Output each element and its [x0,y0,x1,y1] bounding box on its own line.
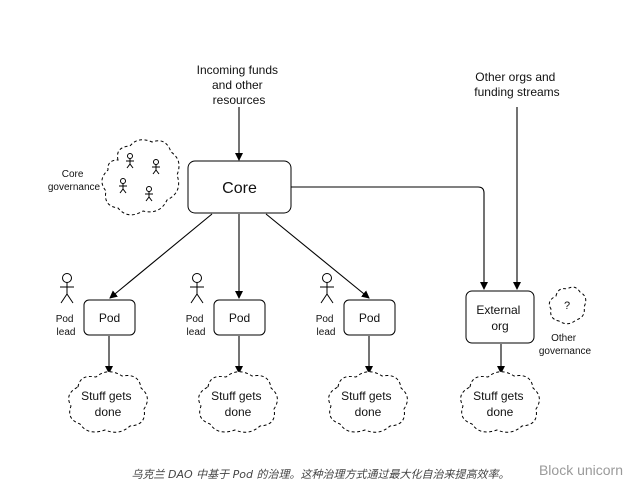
incoming-funds-label: Incoming funds and other resources [197,63,282,107]
pod-3-node [343,299,396,336]
pod-lead-3-icon [319,273,335,304]
stuff-gets-done-label-1: Stuff gets done [81,389,135,419]
stuff-gets-done-cloud-4 [460,371,540,433]
pod-lead-1-label: Pod lead [56,314,77,338]
stuff-gets-done-cloud-2 [198,371,278,433]
core-governance-label: Core governance [48,169,101,193]
core-node [187,160,292,214]
pod-1-label: Pod [99,311,120,325]
other-governance-cloud [548,286,587,325]
edge-core-to-external [291,186,488,290]
stuff-gets-done-label-3: Stuff gets done [341,389,395,419]
other-governance-question-icon: ? [564,300,570,312]
core-label: Core [222,180,257,197]
stuff-gets-done-cloud-3 [328,371,408,433]
core-governance-cloud [101,139,180,216]
external-org-node [465,290,535,344]
pod-2-node [213,299,266,336]
watermark-text: Block unicorn [538,462,623,478]
pod-1-node [83,299,136,336]
other-governance-label: Other governance [539,333,592,357]
pod-2-label: Pod [229,311,250,325]
pod-3-label: Pod [359,311,380,325]
edge-core-to-pod1 [109,213,213,299]
pod-lead-1-icon [59,273,75,304]
edge-core-to-pod3 [265,213,370,299]
figure-caption: 乌克兰 DAO 中基于 Pod 的治理。这种治理方式通过最大化自治来提高效率。 [131,468,510,481]
pod-lead-2-icon [189,273,205,304]
pod-lead-3-label: Pod lead [316,314,337,338]
stuff-gets-done-label-2: Stuff gets done [211,389,265,419]
stuff-gets-done-label-4: Stuff gets done [473,389,527,419]
stuff-gets-done-cloud-1 [68,371,148,433]
pod-lead-2-label: Pod lead [186,314,207,338]
other-orgs-label: Other orgs and funding streams [474,70,559,99]
external-org-label: External org [476,303,523,333]
